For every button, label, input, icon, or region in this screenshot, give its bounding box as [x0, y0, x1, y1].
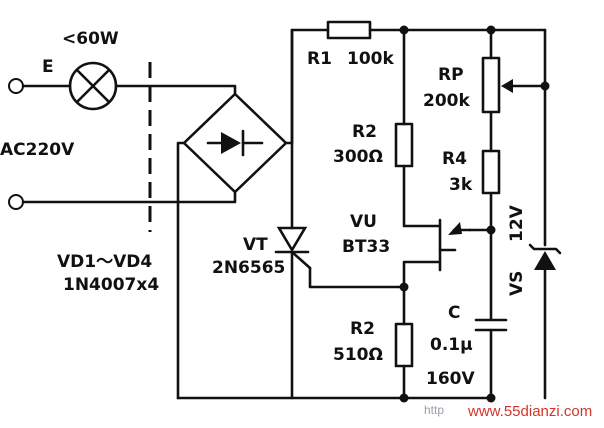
label-supply: AC220V — [0, 140, 75, 160]
junction-dot — [486, 225, 496, 235]
potentiometer-rp — [481, 56, 501, 114]
label-rp-name: RP — [438, 65, 464, 85]
label-bridge-part: 1N4007x4 — [63, 275, 159, 295]
label-r4-name: R4 — [442, 149, 467, 169]
resistor-r2-bottom — [394, 322, 414, 368]
ujt-vu — [438, 218, 472, 272]
wire-ujt-b1 — [402, 260, 440, 326]
label-zener-name: VS — [507, 271, 527, 296]
lamp-symbol — [68, 61, 118, 111]
label-triac-part: 2N6565 — [212, 258, 285, 278]
zener-vs — [528, 243, 562, 270]
label-bridge-diodes: VD1～VD4 — [57, 252, 152, 272]
bridge-diode-symbol — [206, 129, 264, 157]
label-r2-top-name: R2 — [352, 122, 377, 142]
resistor-r1 — [326, 20, 372, 40]
wire-r2top-ujt — [402, 164, 440, 228]
junction-dot — [486, 25, 496, 35]
label-r1-value: 100k — [347, 49, 394, 69]
wire-gate — [308, 266, 406, 289]
label-ujt-part: BT33 — [342, 237, 390, 257]
ac-terminal-bottom — [8, 194, 24, 210]
resistor-r2-top — [394, 122, 414, 168]
label-r2-bottom-value: 510Ω — [333, 345, 383, 365]
label-r4-value: 3k — [449, 175, 473, 195]
label-rp-value: 200k — [423, 91, 470, 111]
junction-dot — [399, 282, 409, 292]
label-cap-value: 0.1μ — [430, 335, 473, 355]
diode-bridge — [182, 92, 288, 194]
label-ujt-name: VU — [350, 212, 377, 232]
junction-dot — [399, 25, 409, 35]
label-lamp-name: E — [42, 57, 54, 77]
label-r2-top-value: 300Ω — [333, 147, 383, 167]
wire-terminal-bridge — [21, 190, 237, 204]
watermark-site: www.55dianzi.com — [467, 403, 592, 420]
label-r2-bottom-name: R2 — [350, 319, 375, 339]
resistor-r4 — [481, 149, 501, 195]
watermark-prefix: http — [424, 403, 444, 417]
label-cap-name: C — [448, 303, 460, 323]
junction-dot — [486, 393, 496, 403]
ac-terminal-top — [8, 78, 24, 94]
junction-dot — [399, 393, 409, 403]
wire-lamp-bridge — [114, 84, 237, 96]
label-lamp-power: <60W — [62, 29, 119, 49]
label-r1-name: R1 — [307, 49, 332, 69]
capacitor-c — [474, 318, 508, 332]
junction-dot — [540, 81, 550, 91]
label-cap-voltage: 160V — [426, 369, 475, 389]
label-triac-name: VT — [243, 235, 268, 255]
wire-bridge-negative — [176, 141, 186, 400]
rp-wiper — [501, 79, 547, 93]
label-zener-voltage: 12V — [507, 204, 527, 242]
